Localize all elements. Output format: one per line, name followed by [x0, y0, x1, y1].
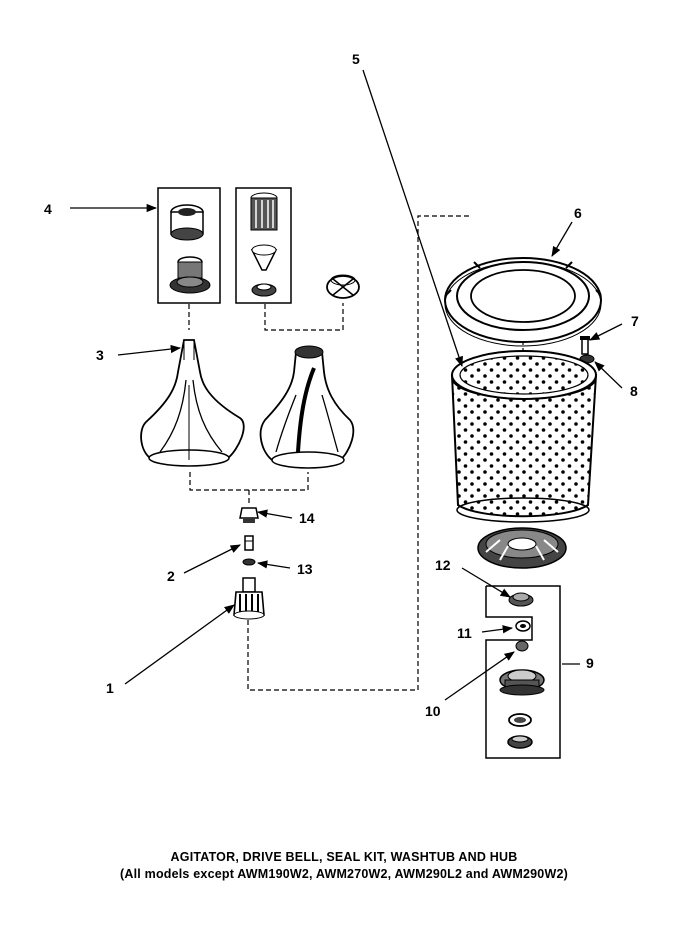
callout-5: 5	[352, 51, 360, 67]
part-2-bolt	[244, 535, 254, 551]
callout-7: 7	[631, 313, 639, 329]
seal-kit-box-left	[157, 187, 221, 304]
callout-12: 12	[435, 557, 451, 573]
callout-13: 13	[297, 561, 313, 577]
callout-11: 11	[457, 625, 472, 641]
callout-3: 3	[96, 347, 104, 363]
callout-6: 6	[574, 205, 582, 221]
callout-10: 10	[425, 703, 441, 719]
hub-washer-part-11	[515, 620, 531, 632]
callout-1: 1	[106, 680, 114, 696]
agitator-cap	[326, 274, 360, 299]
tub-ring	[444, 257, 602, 347]
seal-kit-box-right	[235, 187, 292, 304]
hub-spline-part-10	[515, 640, 529, 652]
hub-assembly	[485, 585, 561, 759]
callout-2: 2	[167, 568, 175, 584]
hub-nut-part-12	[508, 592, 534, 607]
agitator-right	[259, 345, 355, 469]
drive-bell	[233, 577, 265, 620]
callout-8: 8	[630, 383, 638, 399]
part-14-nut	[239, 507, 259, 523]
callout-9: 9	[586, 655, 594, 671]
leader-lines	[70, 69, 623, 701]
caption-subtitle: (All models except AWM190W2, AWM270W2, A…	[120, 867, 568, 881]
caption-title: AGITATOR, DRIVE BELL, SEAL KIT, WASHTUB …	[170, 850, 518, 864]
washtub	[450, 350, 598, 523]
callout-14: 14	[299, 510, 315, 526]
bolt-part-7	[580, 336, 590, 355]
agitator-left	[140, 339, 245, 467]
tub-hub-base	[477, 527, 567, 569]
part-13-washer	[242, 558, 256, 566]
callout-4: 4	[44, 201, 52, 217]
